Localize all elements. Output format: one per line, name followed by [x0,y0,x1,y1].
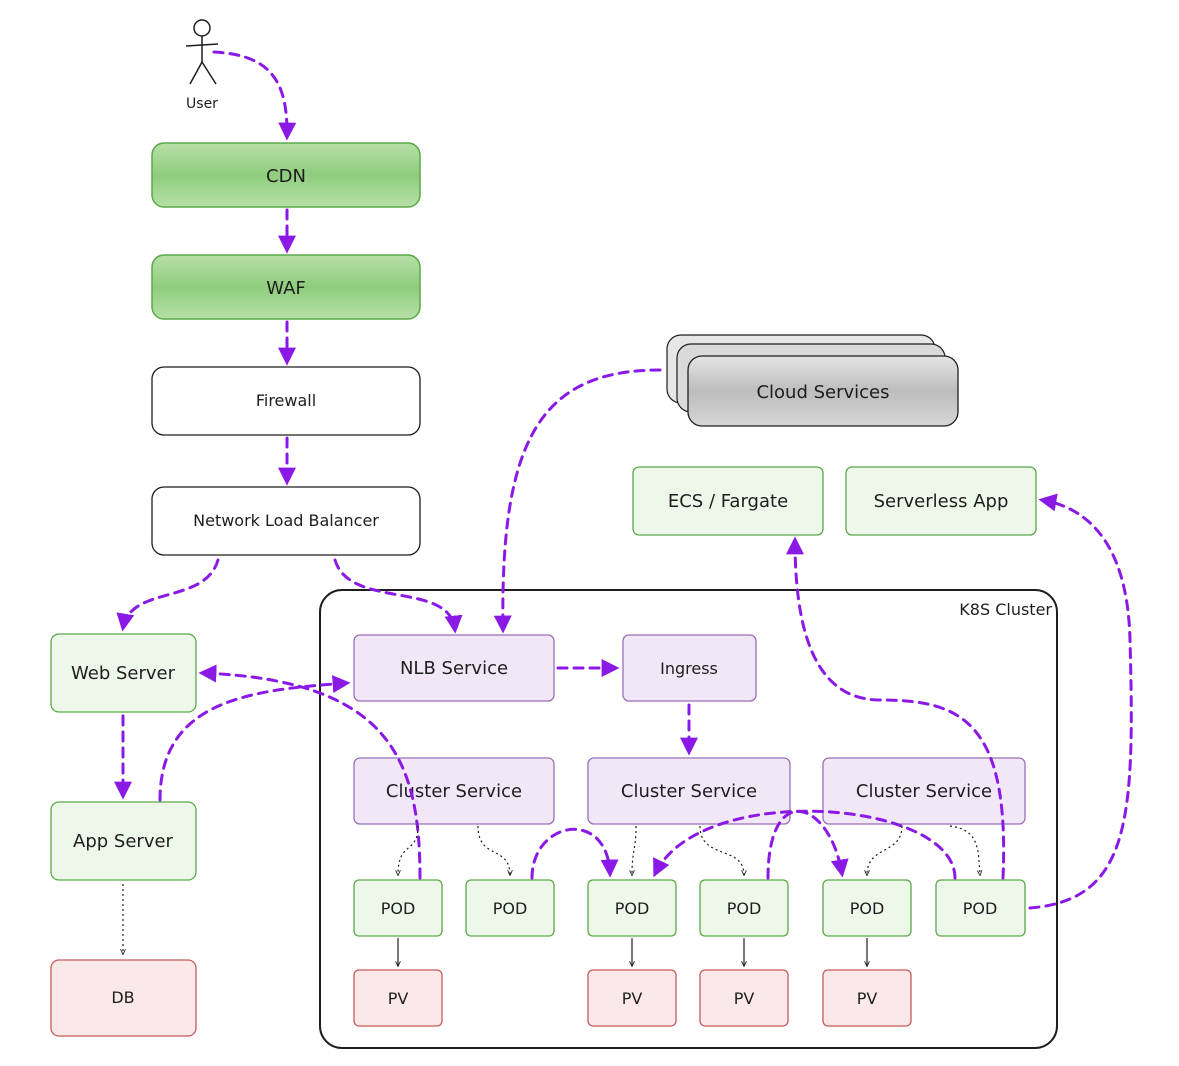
web-server-node[interactable]: Web Server [50,633,197,713]
pod-label: POD [727,899,762,918]
pod-node[interactable]: POD [822,879,912,937]
arrow-pod-to-pod [653,809,957,880]
ecs-fargate-label: ECS / Fargate [668,491,788,512]
pv-node[interactable]: PV [353,969,443,1027]
waf-label: WAF [266,278,305,299]
pv-label: PV [622,989,643,1008]
ecs-fargate-node[interactable]: ECS / Fargate [632,466,824,536]
pod-label: POD [963,899,998,918]
pod-label: POD [615,899,650,918]
internal-arrows [123,825,980,966]
user-stick-figure-icon [185,19,219,85]
pv-node[interactable]: PV [699,969,789,1027]
network-load-balancer-label: Network Load Balancer [193,511,379,530]
firewall-node[interactable]: Firewall [151,366,421,436]
network-load-balancer-node[interactable]: Network Load Balancer [151,486,421,556]
pod-node[interactable]: POD [935,879,1026,937]
app-server-label: App Server [73,831,174,852]
nlb-service-label: NLB Service [400,658,508,679]
cluster-service-node[interactable]: Cluster Service [822,757,1026,825]
arrow-service-to-pod [632,825,637,875]
arrow-nlb-to-nlb-service [333,558,463,634]
pod-node[interactable]: POD [465,879,555,937]
ingress-node[interactable]: Ingress [622,634,757,702]
pv-node[interactable]: PV [587,969,677,1027]
web-server-label: Web Server [71,663,176,684]
cluster-service-node[interactable]: Cluster Service [587,757,791,825]
db-label: DB [111,988,134,1007]
waf-node[interactable]: WAF [151,254,421,320]
arrow-nlb-to-web-server [116,558,220,632]
pod-label: POD [493,899,528,918]
arrow-service-to-pod [699,825,744,875]
user-label: User [186,96,218,112]
firewall-label: Firewall [256,391,316,410]
nlb-service-node[interactable]: NLB Service [353,634,555,702]
pod-node[interactable]: POD [587,879,677,937]
pod-node[interactable]: POD [353,879,443,937]
flow-arrows [114,50,1133,910]
cloud-services-label: Cloud Services [756,382,889,403]
cloud-services-node[interactable]: Cloud Services [666,334,959,427]
arrow-service-to-pod [949,825,980,875]
arrow-service-to-pod [867,825,903,875]
arrow-pod-to-serverless [1028,493,1133,910]
pod-node[interactable]: POD [699,879,789,937]
pv-label: PV [734,989,755,1008]
pv-label: PV [857,989,878,1008]
arrow-cloud-to-nlb-service [493,368,662,634]
cdn-label: CDN [266,166,306,187]
k8s-cluster: K8S Cluster [319,589,1058,1049]
arrow-service-to-pod [398,825,419,875]
cluster-service-node[interactable]: Cluster Service [353,757,555,825]
app-server-node[interactable]: App Server [50,801,197,881]
arrow-pod-to-pod [530,827,619,880]
serverless-app-label: Serverless App [874,491,1009,512]
cluster-service-label: Cluster Service [386,781,522,802]
user-actor: User [185,19,219,112]
pod-label: POD [381,899,416,918]
pv-label: PV [388,989,409,1008]
serverless-app-node[interactable]: Serverless App [845,466,1037,536]
k8s-cluster-label: K8S Cluster [959,600,1052,619]
pod-label: POD [850,899,885,918]
arrow-pod-to-ecs [786,536,1006,880]
cluster-service-label: Cluster Service [621,781,757,802]
arrow-user-to-cdn [212,50,297,141]
arrow-app-server-to-nlb-service [158,675,351,802]
db-node[interactable]: DB [50,959,197,1037]
ingress-label: Ingress [660,659,718,678]
arrow-pod-to-web-server [198,664,422,880]
cdn-node[interactable]: CDN [151,142,421,208]
arrow-service-to-pod [477,825,510,875]
cluster-service-label: Cluster Service [856,781,992,802]
pv-node[interactable]: PV [822,969,912,1027]
